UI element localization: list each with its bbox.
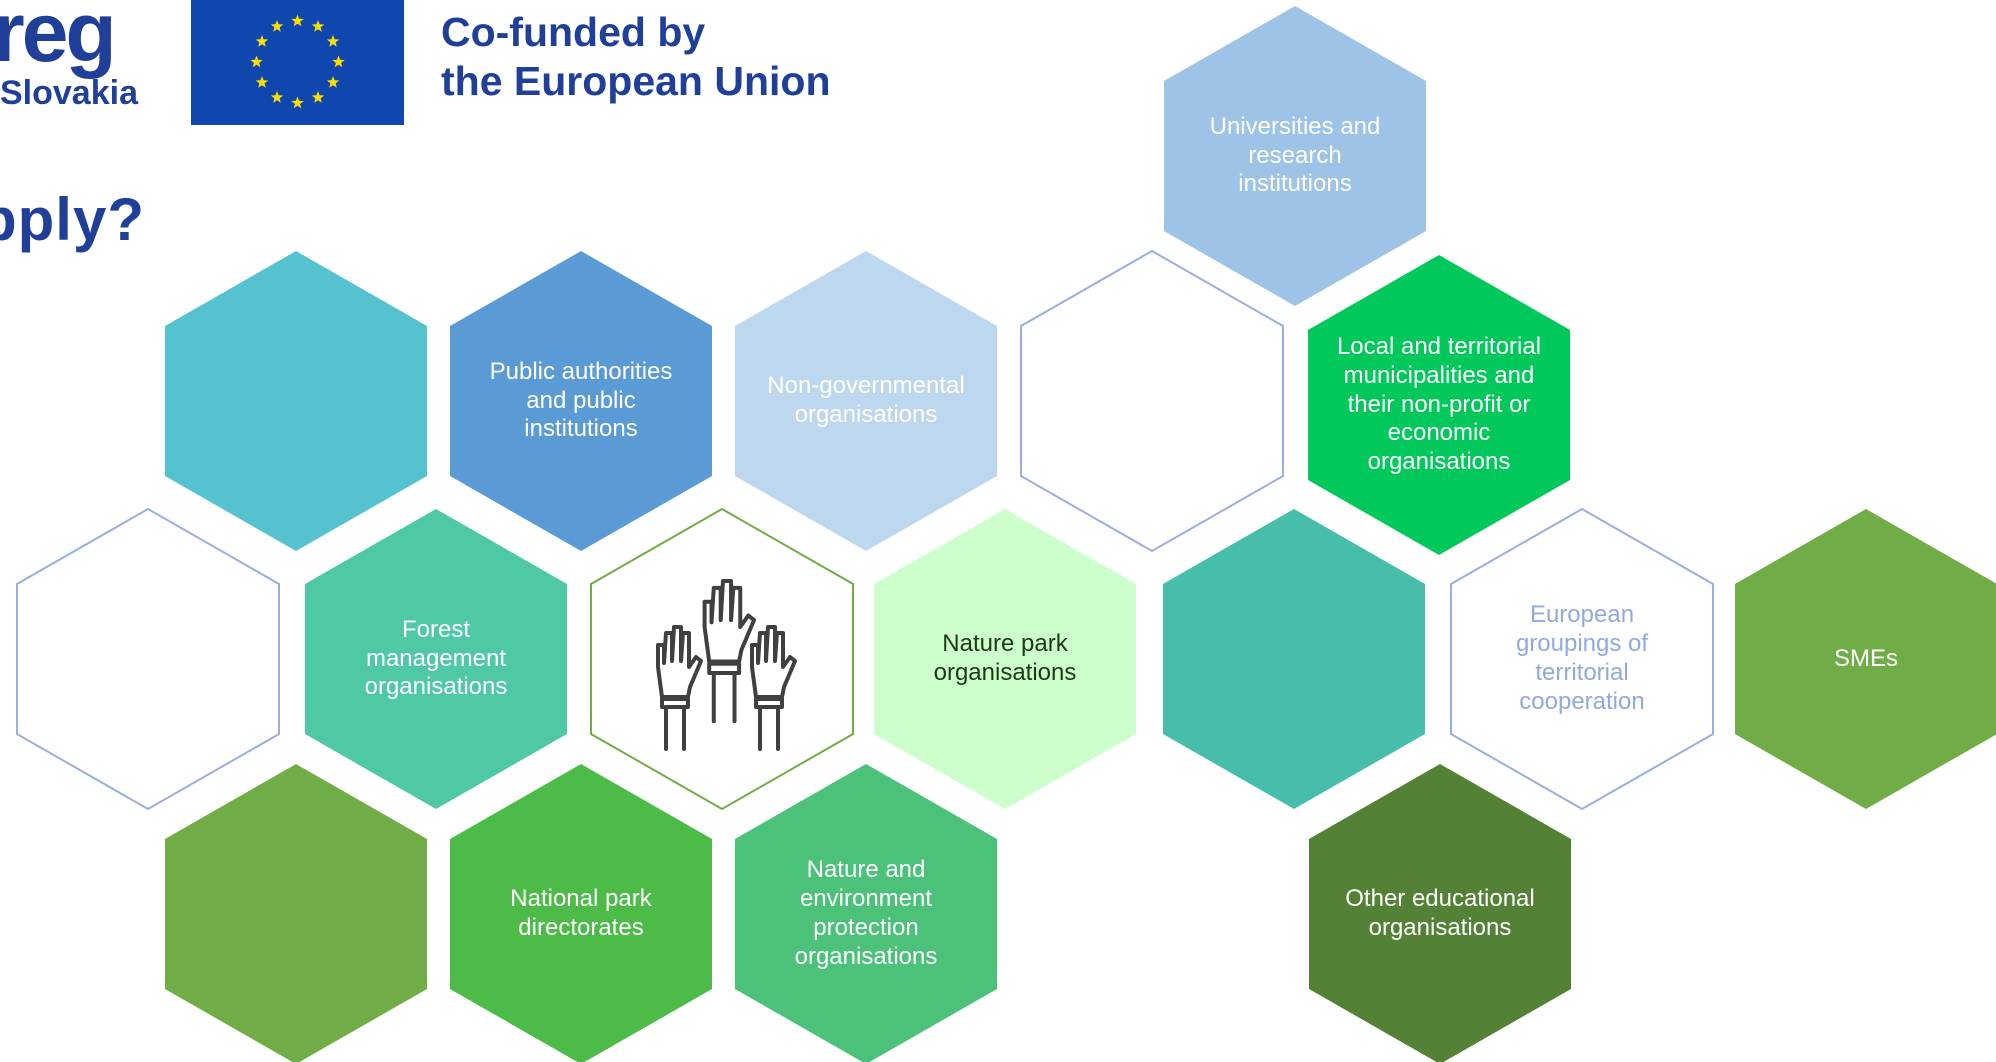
eu-star-icon [291,96,304,109]
hex-teal-right [1163,509,1425,809]
hex-universities-label: Universities and research institutions [1209,112,1381,198]
hex-forest-management [305,509,567,809]
eu-star-icon [270,91,284,103]
eu-star-icon [332,55,345,68]
raised-hands-icon [656,579,797,751]
interreg-logo-country: Slovakia [0,74,138,112]
hex-nature-environment-label: Nature and environment protection organi… [794,856,938,970]
eu-stars-circle [250,14,345,109]
hex-ngos [735,251,997,551]
eu-star-icon [255,76,269,88]
eu-star-icon [311,19,325,32]
hex-nature-park [874,509,1136,809]
hex-teal-top-left [165,251,427,551]
hex-local-municipalities [1308,255,1570,555]
eu-star-icon [255,35,269,47]
cofunded-line-1: Co-funded by [441,9,706,55]
hex-other-educational [1309,764,1571,1062]
hex-public-authorities [450,251,712,551]
cofunded-line-2: the European Union [441,58,831,104]
hex-egtc [1450,507,1714,811]
hex-national-park-label: National park directorates [510,885,652,941]
hex-center-icon [590,507,854,811]
eu-star-icon [326,76,340,88]
hex-nature-environment [735,764,997,1062]
hex-forest-management-label: Forest management organisations [364,615,508,701]
hex-ngos-label: Non-governmental organisations [767,372,965,428]
hex-nature-park-label: Nature park organisations [933,630,1077,686]
eu-star-icon [291,14,304,27]
eu-star-icon [250,55,263,68]
hex-national-park [450,764,712,1062]
hex-smes [1735,509,1996,809]
hex-other-educational-label: Other educational organisations [1345,885,1535,941]
hex-outline-left [16,507,280,811]
hex-universities [1164,6,1426,306]
interreg-logo-word: reg [0,0,117,79]
eu-star-icon [326,35,340,47]
page-title-fragment: pply? [0,186,145,253]
hex-public-authorities-label: Public authorities and public institutio… [489,357,673,443]
hex-outline-top-middle [1020,249,1284,553]
eu-star-icon [270,19,284,32]
hex-green-bottom-left [165,764,427,1062]
eu-flag-logo [191,0,404,125]
hex-smes-label: SMEs [1833,644,1898,672]
hex-egtc-label: European groupings of territorial cooper… [1515,601,1649,715]
hex-local-municipalities-label: Local and territorial municipalities and… [1336,333,1542,476]
eu-star-icon [311,91,325,103]
